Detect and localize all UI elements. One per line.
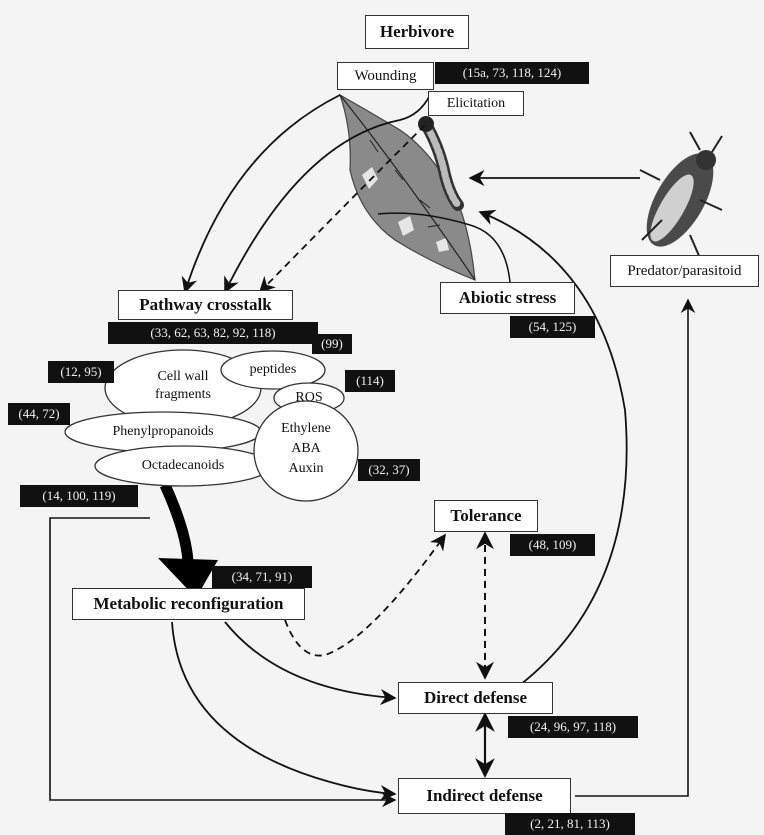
peptides-refs: (99) <box>312 334 352 354</box>
pathway-refs: (33, 62, 63, 82, 92, 118) <box>108 322 318 344</box>
direct-defense-refs: (24, 96, 97, 118) <box>508 716 638 738</box>
predator-parasitoid-box: Predator/parasitoid <box>610 255 759 287</box>
ros-refs: (114) <box>345 370 395 392</box>
phenylpropanoids-label: Phenylpropanoids <box>112 424 214 439</box>
leaf-icon <box>338 93 476 281</box>
predator-bug-icon <box>639 131 723 259</box>
ros-label: ROS <box>295 390 323 405</box>
phenylpropanoids-refs: (44, 72) <box>8 403 70 425</box>
hormones-refs: (32, 37) <box>358 459 420 481</box>
metabolic-refs: (34, 71, 91) <box>212 566 312 588</box>
peptides-ellipse <box>220 350 326 390</box>
aba-label: ABA <box>291 441 321 456</box>
pathway-crosstalk-box: Pathway crosstalk <box>118 290 293 320</box>
auxin-label: Auxin <box>288 461 324 476</box>
hormones-ellipse <box>253 400 359 502</box>
direct-defense-box: Direct defense <box>398 682 553 714</box>
elicitation-box: Elicitation <box>428 91 524 116</box>
octadecanoids-label: Octadecanoids <box>141 458 225 473</box>
metabolic-reconfiguration-box: Metabolic reconfiguration <box>72 588 305 620</box>
wounding-box: Wounding <box>337 62 434 90</box>
wounding-refs: (15a, 73, 118, 124) <box>435 62 589 84</box>
indirect-defense-refs: (2, 21, 81, 113) <box>505 813 635 835</box>
abiotic-refs: (54, 125) <box>510 316 595 338</box>
tolerance-box: Tolerance <box>434 500 538 532</box>
cellwall-refs: (12, 95) <box>48 361 114 383</box>
indirect-defense-box: Indirect defense <box>398 778 571 814</box>
abiotic-stress-box: Abiotic stress <box>440 282 575 314</box>
cellwall-label-1: Cell wall <box>157 369 209 384</box>
herbivore-box: Herbivore <box>365 15 469 49</box>
peptides-label: peptides <box>249 362 297 377</box>
cellwall-label-2: fragments <box>155 387 211 402</box>
ethylene-label: Ethylene <box>281 421 331 436</box>
tolerance-refs: (48, 109) <box>510 534 595 556</box>
octadecanoids-refs: (14, 100, 119) <box>20 485 138 507</box>
